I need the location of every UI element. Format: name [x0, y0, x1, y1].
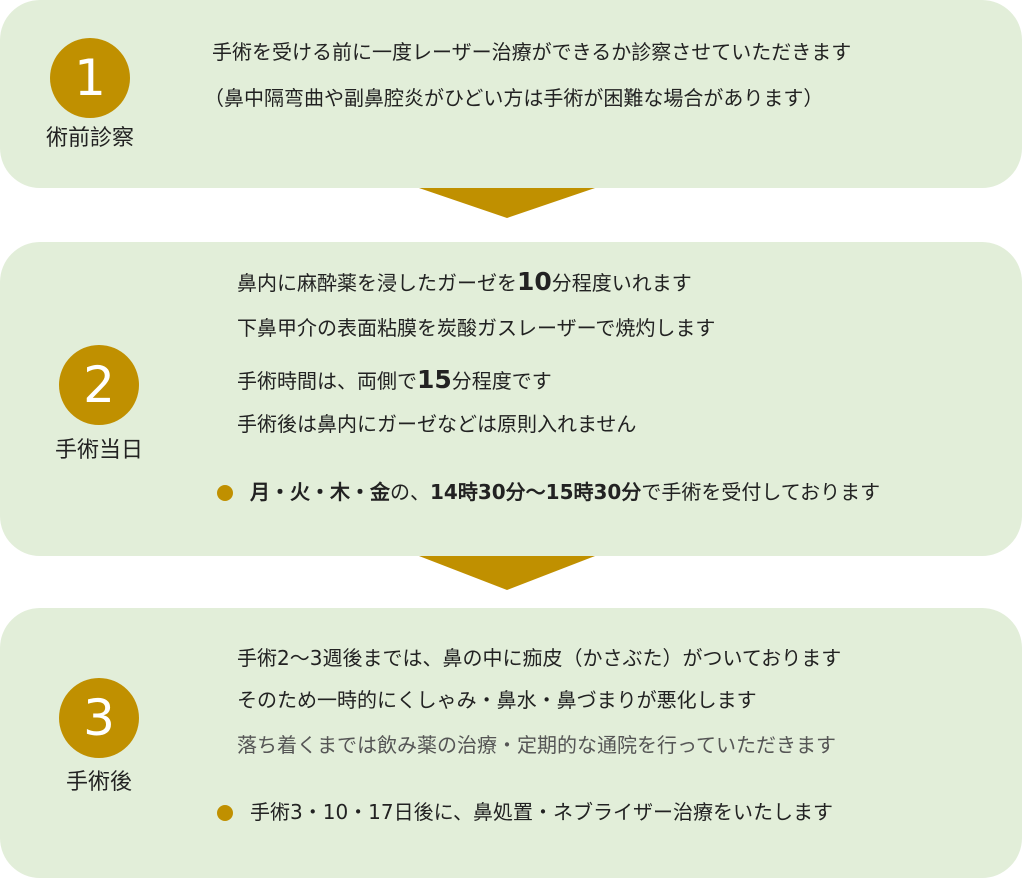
step-label: 術前診察	[45, 126, 134, 151]
step-text: 手術時間は、両側で15分程度です	[237, 366, 552, 395]
followup-note: 手術3・10・17日後に、鼻処置・ネブライザー治療をいたします	[250, 800, 834, 824]
number: 15	[417, 365, 452, 394]
step-text: 落ち着くまでは飲み薬の治療・定期的な通院を行っていただきます	[237, 733, 836, 757]
step-text: （鼻中隔弯曲や副鼻腔炎がひどい方は手術が困難な場合があります）	[204, 86, 824, 110]
step-text: そのため一時的にくしゃみ・鼻水・鼻づまりが悪化します	[237, 688, 757, 712]
text: 分程度いれます	[551, 271, 692, 295]
step-number-badge: 1	[50, 38, 130, 118]
step1-card: 1 術前診察 手術を受ける前に一度レーザー治療ができるか診察させていただきます …	[0, 0, 1022, 188]
step3-card: 3 手術後 手術2〜3週後までは、鼻の中に痂皮（かさぶた）がついております その…	[0, 608, 1022, 878]
down-arrow-icon	[419, 188, 595, 218]
step2-card: 2 手術当日 鼻内に麻酔薬を浸したガーゼを10分程度いれます 下鼻甲介の表面粘膜…	[0, 242, 1022, 556]
step-label: 手術当日	[54, 438, 143, 463]
step-number-badge: 2	[59, 345, 139, 425]
step-text: 手術後は鼻内にガーゼなどは原則入れません	[237, 412, 637, 436]
text: 手術時間は、両側で	[237, 369, 417, 393]
bullet-icon	[217, 805, 233, 821]
bullet-icon	[217, 485, 233, 501]
step-text: 下鼻甲介の表面粘膜を炭酸ガスレーザーで焼灼します	[237, 316, 716, 340]
text: で手術を受付しております	[641, 480, 881, 504]
text: 分程度です	[451, 369, 552, 393]
step-text: 鼻内に麻酔薬を浸したガーゼを10分程度いれます	[237, 268, 692, 297]
schedule-note: 月・火・木・金の、14時30分〜15時30分で手術を受付しております	[250, 478, 880, 506]
number: 10	[517, 267, 552, 296]
down-arrow-icon	[419, 556, 595, 590]
step-text: 手術2〜3週後までは、鼻の中に痂皮（かさぶた）がついております	[237, 646, 842, 670]
step-number-badge: 3	[59, 678, 139, 758]
step-text: 手術を受ける前に一度レーザー治療ができるか診察させていただきます	[212, 40, 852, 64]
text: の、	[390, 480, 430, 504]
text: 鼻内に麻酔薬を浸したガーゼを	[237, 271, 517, 295]
days: 月・火・木・金	[250, 480, 390, 504]
step-label: 手術後	[65, 770, 132, 795]
time: 14時30分〜15時30分	[430, 480, 642, 504]
